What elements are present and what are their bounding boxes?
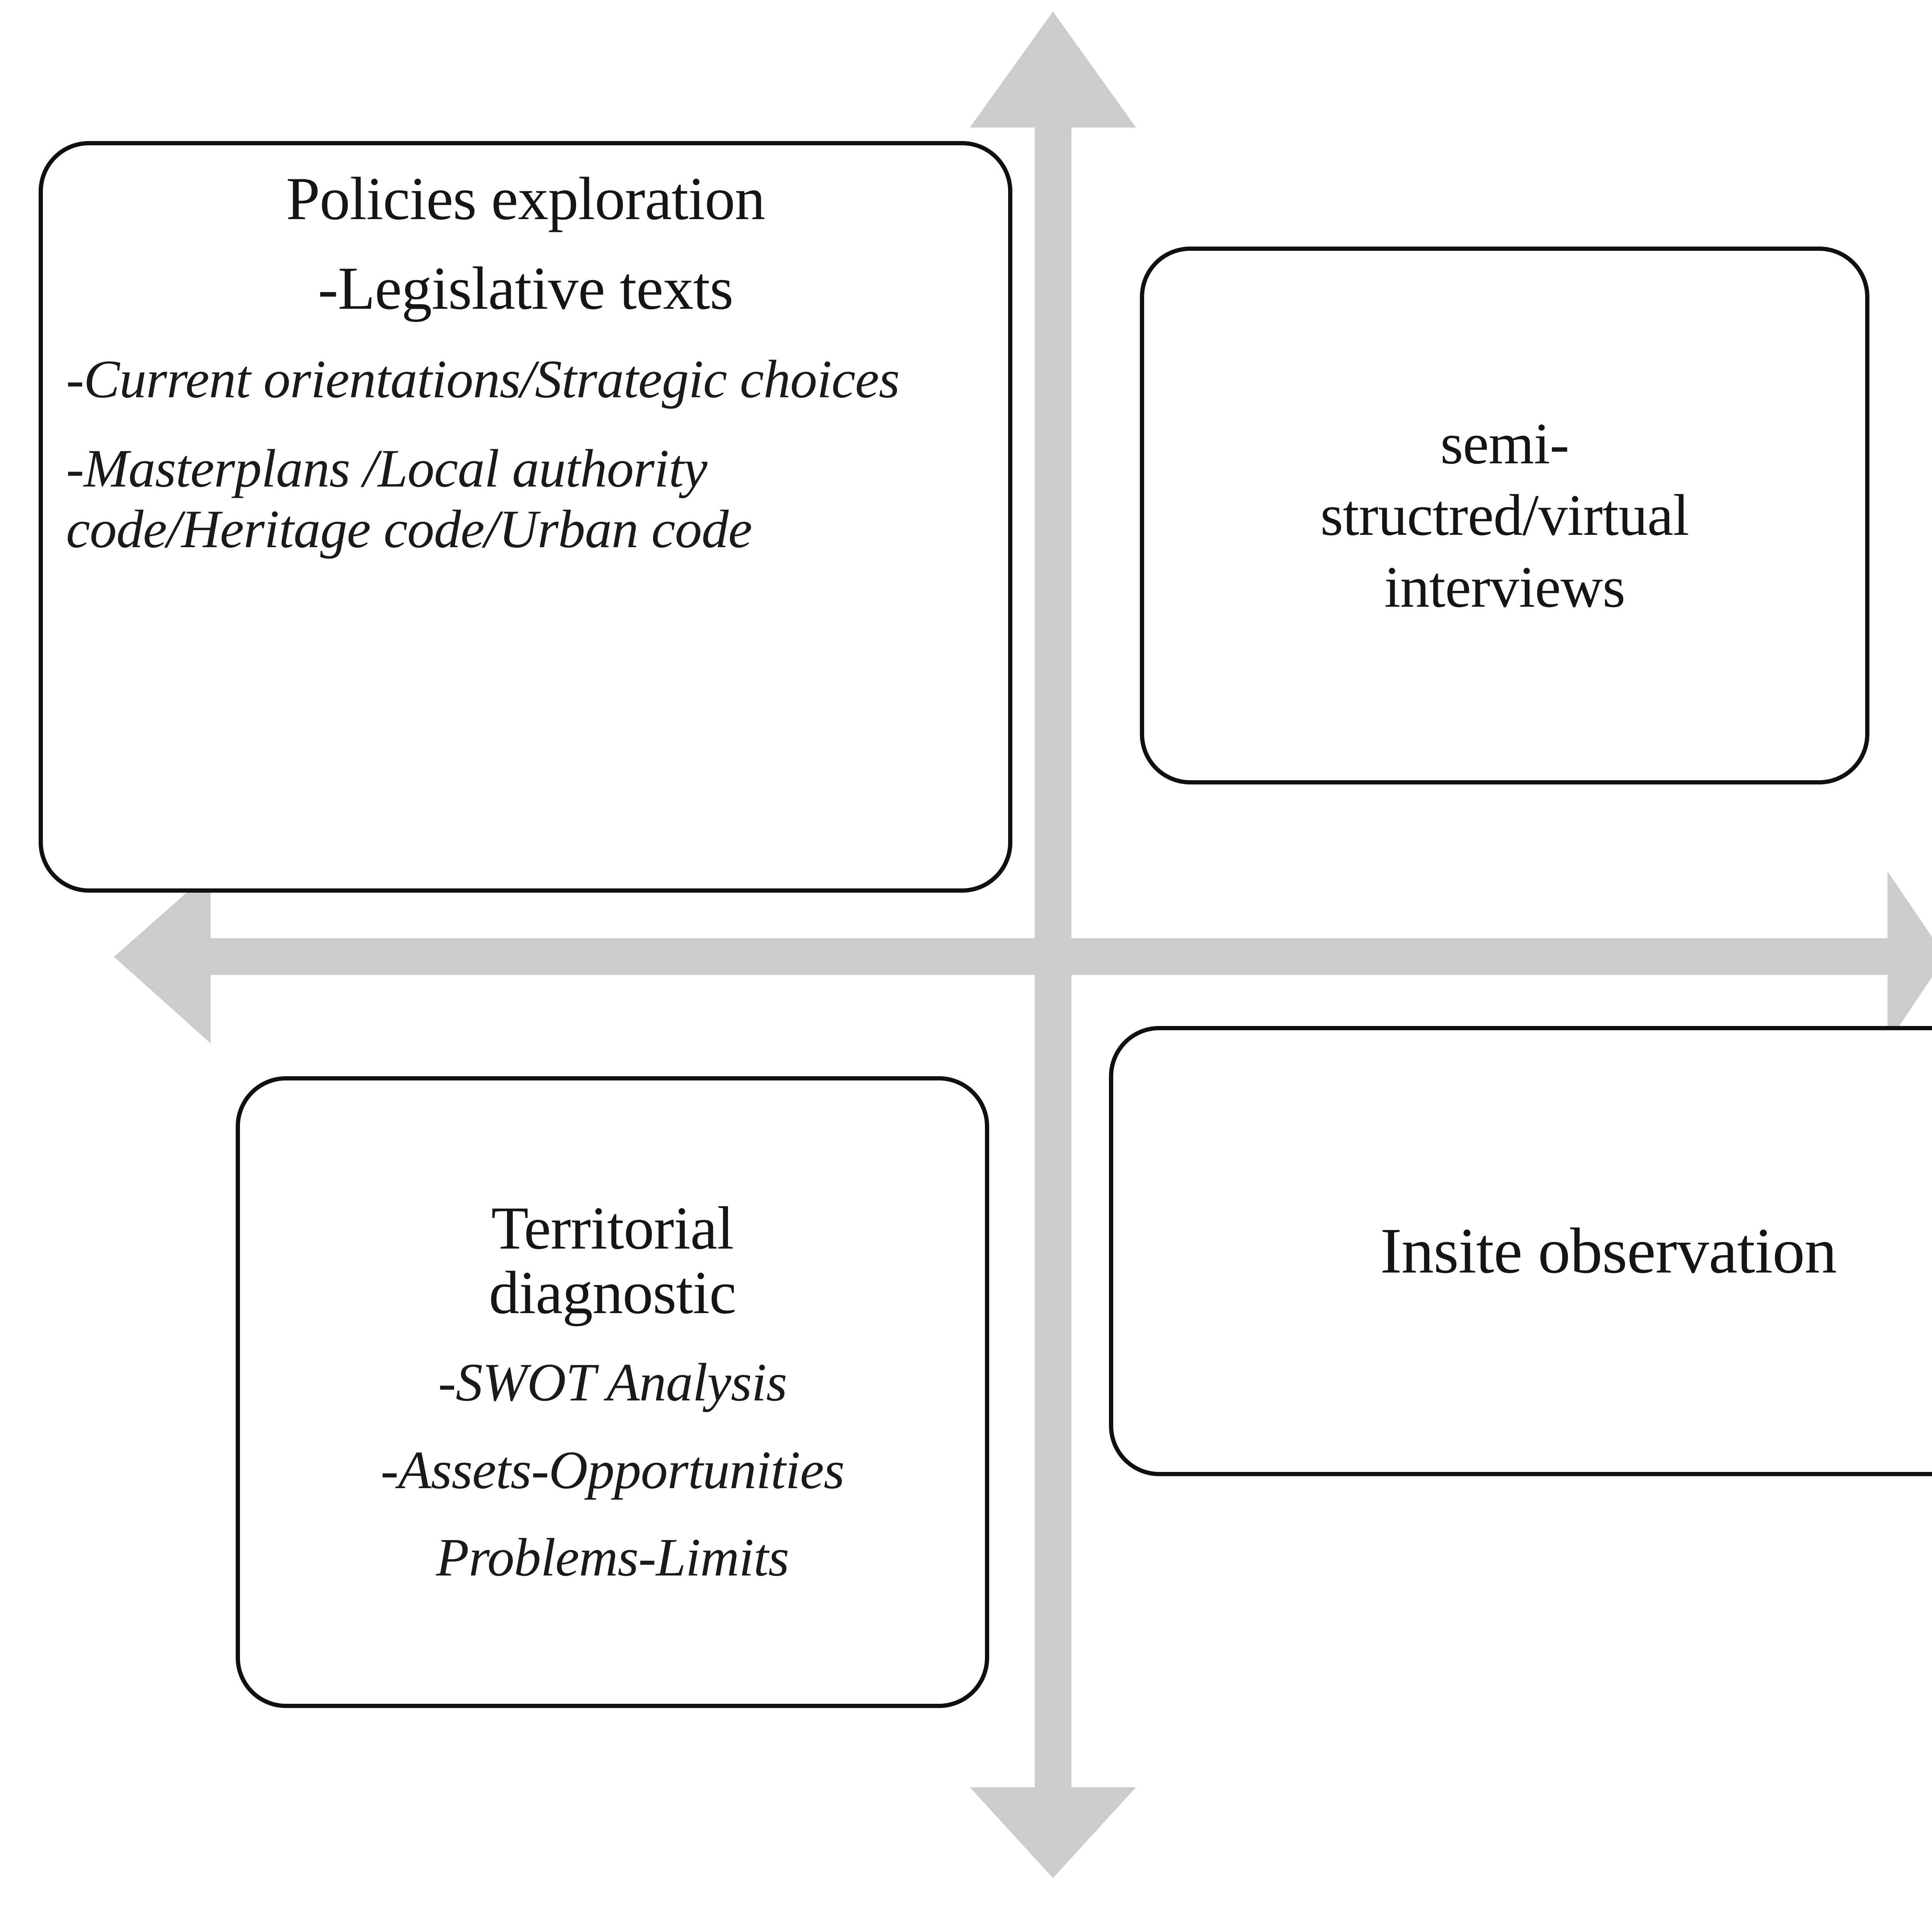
arrow-down-icon [970, 1787, 1136, 1878]
semi-structured-interviews-label: semi- structred/virtual interviews [1320, 408, 1689, 623]
territorial-heading: Territorial [491, 1194, 734, 1262]
swot-analysis-detail: -SWOT Analysis [438, 1352, 787, 1412]
quadrant-box-policies-exploration: Policies exploration -Legislative texts … [39, 141, 1012, 893]
quadrant-box-territorial-diagnostic: Territorial diagnostic -SWOT Analysis -A… [236, 1076, 989, 1708]
semi-structured-interviews-line-3: interviews [1384, 554, 1625, 619]
arrow-right-icon [1888, 871, 1932, 1043]
current-orientations-detail: -Current orientations/Strategic choices [66, 349, 900, 410]
legislative-texts-subheading: -Legislative texts [318, 255, 734, 323]
masterplans-codes-detail: -Masterplans /Local authority code/Herit… [66, 439, 752, 559]
problems-limits-detail: Problems-Limits [436, 1528, 789, 1588]
assets-opportunities-detail: -Assets-Opportunities [380, 1440, 845, 1500]
semi-structured-interviews-line-1: semi- [1440, 411, 1570, 476]
horizontal-axis-shaft [162, 938, 1932, 975]
arrow-up-icon [970, 12, 1136, 128]
quadrant-box-insite-observation: Insite observation [1109, 1026, 1932, 1476]
quadrant-box-semi-structured-interviews: semi- structred/virtual interviews [1140, 247, 1869, 784]
diagnostic-heading: diagnostic [489, 1259, 736, 1327]
semi-structured-interviews-line-2: structred/virtual [1320, 483, 1689, 548]
insite-observation-label: Insite observation [1380, 1215, 1837, 1287]
policies-exploration-heading: Policies exploration [286, 165, 765, 233]
arrow-left-icon [114, 871, 211, 1043]
vertical-axis-shaft [1035, 64, 1071, 1795]
